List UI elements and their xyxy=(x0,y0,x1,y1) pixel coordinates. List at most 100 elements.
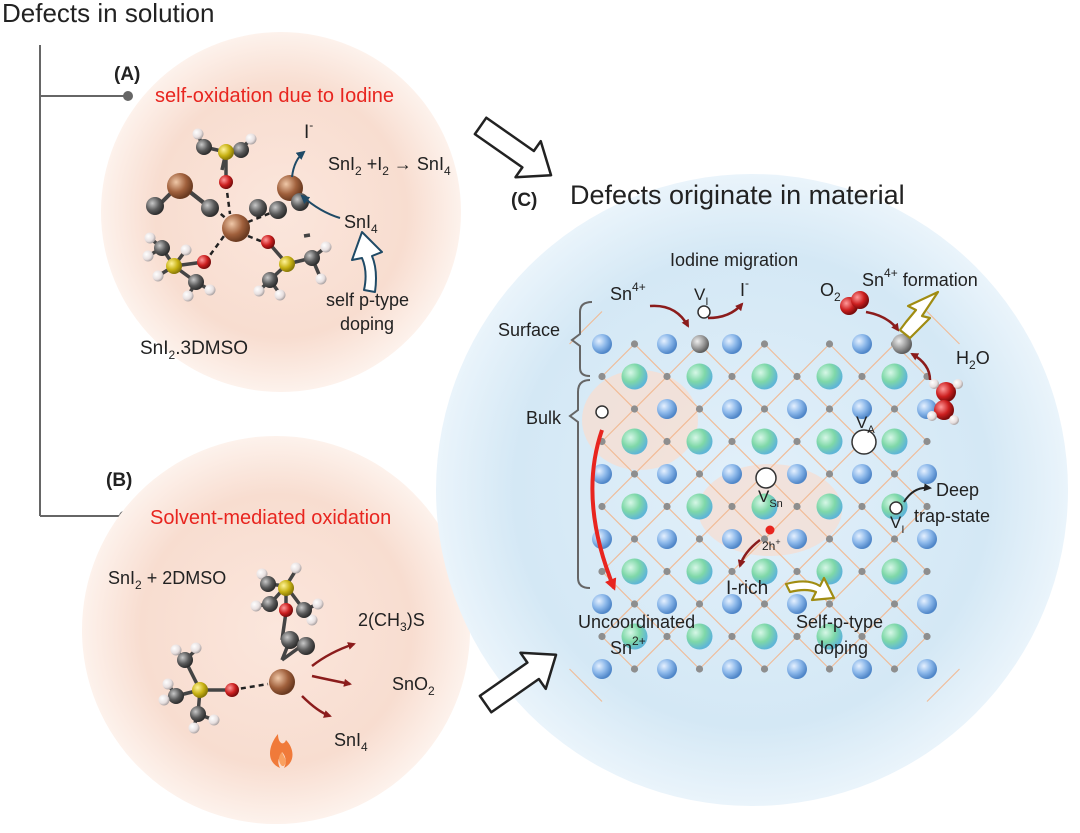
a-site-cation xyxy=(621,428,648,455)
lattice-node xyxy=(760,600,769,608)
lattice-line xyxy=(829,343,928,442)
iodide-ion xyxy=(657,659,677,679)
lattice-node xyxy=(825,535,834,543)
sn4-formation-hollow-arrow xyxy=(898,290,940,340)
a-site-cation xyxy=(816,558,843,585)
sn4-surface-atom xyxy=(691,335,709,353)
surface-bracket xyxy=(570,301,593,377)
iodide-ion xyxy=(722,529,742,549)
lattice-node xyxy=(825,470,834,478)
lattice-line xyxy=(601,636,635,670)
iodide-ion xyxy=(722,399,742,419)
lattice-node xyxy=(728,437,736,446)
va-vacancy xyxy=(851,429,877,455)
lattice-node xyxy=(598,632,606,641)
page-title: Defects in solution xyxy=(2,0,214,28)
lattice-node xyxy=(760,535,769,543)
iodide-ion xyxy=(657,399,677,419)
a-site-cation xyxy=(686,558,713,585)
vi-to-deep-arrow xyxy=(903,483,932,503)
iodide-ion xyxy=(852,659,872,679)
lattice-node xyxy=(630,405,639,413)
h2o-to-sn-arrow xyxy=(910,352,932,381)
a-site-cation xyxy=(751,363,778,390)
sni2-dmso-molecule xyxy=(142,128,332,302)
lattice-node xyxy=(825,340,834,348)
flame-icon xyxy=(270,734,293,768)
iodide-ion xyxy=(592,334,612,354)
lattice-node xyxy=(890,600,899,608)
panel-b-reactants: SnI2 + 2DMSO xyxy=(108,568,226,592)
lattice-node xyxy=(858,502,866,511)
lattice-node xyxy=(695,600,704,608)
lattice-node xyxy=(663,437,671,446)
iodide-ion xyxy=(722,464,742,484)
vi-top-label: VI xyxy=(694,285,708,308)
lattice-node xyxy=(890,665,899,673)
a-site-cation xyxy=(816,493,843,520)
lattice-node xyxy=(923,502,931,511)
sni2-2dmso-molecule xyxy=(158,562,324,734)
panel-c-heading: Defects originate in material xyxy=(570,180,905,210)
o2-to-sn-arrow xyxy=(865,310,900,332)
self-doping-label-line1: Self-p-type xyxy=(796,612,883,632)
panel-b-circle xyxy=(82,436,470,824)
lattice-line xyxy=(829,571,928,670)
a-site-cation xyxy=(881,428,908,455)
iodide-ion xyxy=(722,334,742,354)
vi-bottom-label: VI xyxy=(890,513,904,536)
a-site-cation xyxy=(751,428,778,455)
lattice-line xyxy=(926,668,960,702)
lattice-node xyxy=(858,372,866,381)
arrow-to-sni4 xyxy=(301,695,332,718)
lattice-node xyxy=(630,340,639,348)
lattice-line xyxy=(634,376,928,670)
lattice-line xyxy=(601,506,765,670)
lattice-node xyxy=(793,372,801,381)
lattice-line xyxy=(764,506,928,670)
lattice-node xyxy=(760,405,769,413)
iodide-ion xyxy=(852,464,872,484)
iodide-ion xyxy=(787,659,807,679)
iodide-ion xyxy=(787,594,807,614)
lattice-line xyxy=(601,441,830,670)
iodide-ion xyxy=(657,464,677,484)
lattice-node xyxy=(695,405,704,413)
perovskite-lattice xyxy=(569,311,960,702)
product-ch3s: 2(CH3)S xyxy=(358,610,425,634)
iodide-ion xyxy=(852,529,872,549)
irich-hollow-arrow xyxy=(784,576,836,602)
a-site-cation xyxy=(621,558,648,585)
lattice-line xyxy=(601,343,895,637)
h2o-label: H2O xyxy=(956,348,990,372)
a-site-cation xyxy=(686,363,713,390)
vsn-vacancy xyxy=(755,467,777,489)
lattice-line xyxy=(601,343,635,377)
vsn-to-irich-arrow xyxy=(737,539,761,568)
arrow-b-to-c xyxy=(478,651,558,714)
sni4-label: SnI4 xyxy=(344,212,378,236)
a-site-cation xyxy=(686,428,713,455)
panel-b-label: (B) xyxy=(106,470,132,491)
iodide-ion xyxy=(722,594,742,614)
lattice-node xyxy=(598,567,606,576)
iodide-ion xyxy=(787,464,807,484)
sn4-formation-label: Sn4+ formation xyxy=(862,266,978,290)
bulk-highlight xyxy=(582,370,698,470)
sni4-to-sn-arrow xyxy=(300,194,341,219)
lattice-node xyxy=(663,632,671,641)
panel-a-label: (A) xyxy=(114,64,140,85)
doping-label-line1: self p-type xyxy=(326,290,409,310)
arrow-to-ch3s xyxy=(311,642,356,667)
iodide-ion xyxy=(787,399,807,419)
iodide-ion xyxy=(787,529,807,549)
panel-b-heading: Solvent-mediated oxidation xyxy=(150,507,391,529)
lattice-node xyxy=(630,600,639,608)
a-site-cation xyxy=(881,558,908,585)
a-site-cation xyxy=(881,363,908,390)
lattice-line xyxy=(601,571,700,670)
lattice-node xyxy=(858,632,866,641)
lattice-node xyxy=(728,372,736,381)
doping-label-line2: doping xyxy=(340,314,394,334)
